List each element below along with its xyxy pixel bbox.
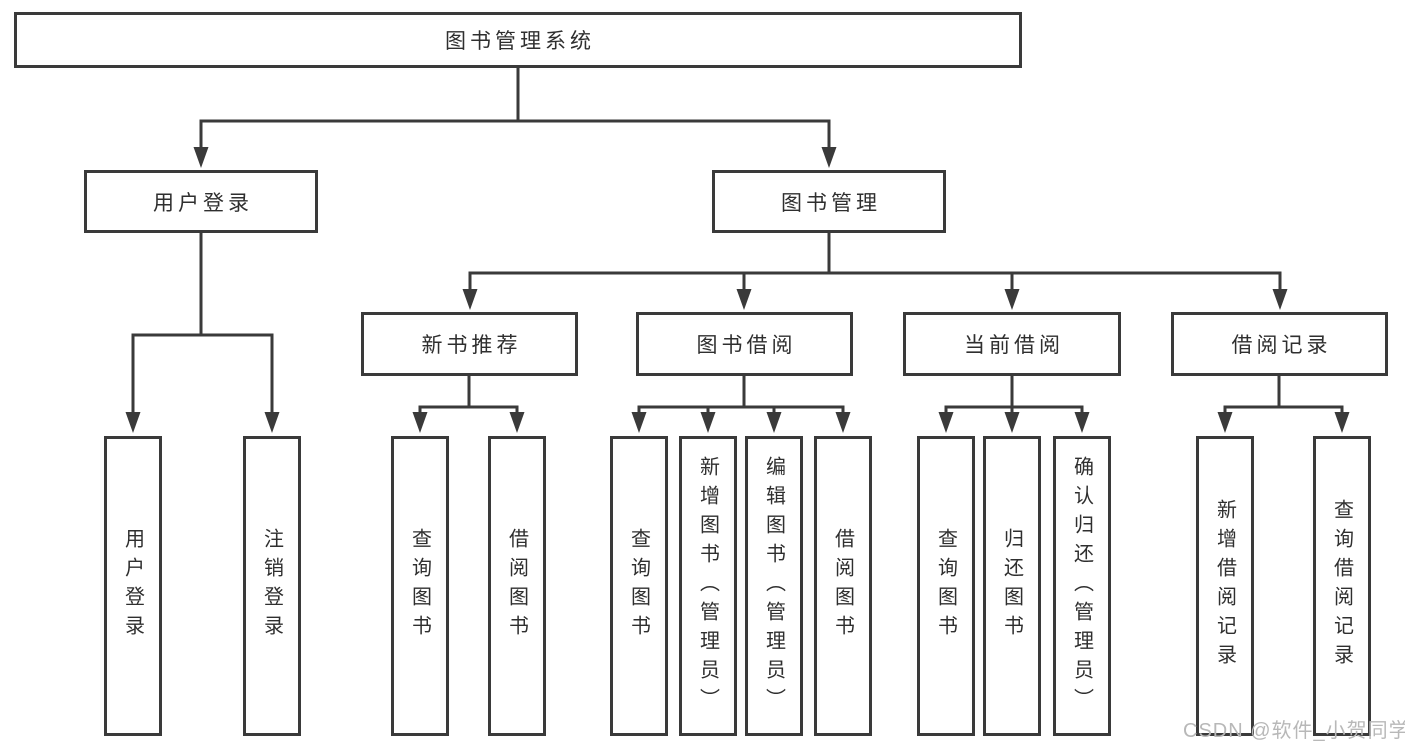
node-book-management: 图书管理	[712, 170, 946, 233]
arrow-icon	[193, 147, 209, 168]
watermark: CSDN @软件_小贺同学	[1183, 720, 1405, 742]
node-query-borrow-record: 查询借阅记录	[1313, 436, 1371, 736]
node-new-book-recommendation: 新书推荐	[361, 312, 578, 376]
node-label: 新增图书（管理员）	[696, 455, 719, 717]
node-library-management-system: 图书管理系统	[14, 12, 1022, 68]
node-book-borrowing: 图书借阅	[636, 312, 853, 376]
arrow-icon	[835, 412, 851, 433]
node-borrow-books-under-borrow: 借阅图书	[814, 436, 872, 736]
arrow-icon	[509, 412, 525, 433]
node-label: 归还图书	[1000, 528, 1023, 644]
arrow-icon	[700, 412, 716, 433]
node-confirm-return-admin: 确认归还（管理员）	[1053, 436, 1111, 736]
arrow-icon	[462, 289, 478, 310]
arrow-icon	[938, 412, 954, 433]
arrow-icon	[631, 412, 647, 433]
node-label: 确认归还（管理员）	[1070, 455, 1093, 717]
arrow-icon	[1004, 289, 1020, 310]
edge-recommend-to-leaves	[418, 376, 519, 413]
node-label: 新增借阅记录	[1213, 499, 1236, 673]
node-label: 查询图书	[627, 528, 650, 644]
arrow-icon	[1217, 412, 1233, 433]
edge-borrow-to-leaves	[637, 376, 845, 413]
edge-records-to-leaves	[1223, 376, 1344, 413]
arrow-icon	[264, 412, 280, 433]
arrow-icon	[1074, 412, 1090, 433]
arrow-icon	[736, 289, 752, 310]
node-label: 注销登录	[260, 528, 283, 644]
node-label: 借阅记录	[1231, 334, 1332, 357]
node-label: 查询图书	[408, 528, 431, 644]
node-label: 查询图书	[934, 528, 957, 644]
arrow-icon	[1004, 412, 1020, 433]
node-label: 编辑图书（管理员）	[762, 455, 785, 717]
node-label: 用户登录	[121, 528, 144, 644]
node-label: 图书借阅	[696, 334, 797, 357]
node-edit-books-admin: 编辑图书（管理员）	[745, 436, 803, 736]
node-query-books-under-borrow: 查询图书	[610, 436, 668, 736]
node-label: 图书管理	[781, 191, 881, 215]
node-label: 用户登录	[153, 191, 253, 215]
node-label: 新书推荐	[421, 334, 522, 357]
node-label: 查询借阅记录	[1330, 499, 1353, 673]
node-logout-leaf: 注销登录	[243, 436, 301, 736]
node-return-books: 归还图书	[983, 436, 1041, 736]
arrowheads	[125, 147, 1350, 433]
node-label: 当前借阅	[964, 334, 1064, 357]
node-borrowing-records: 借阅记录	[1171, 312, 1388, 376]
arrow-icon	[125, 412, 141, 433]
edge-current-to-leaves	[944, 376, 1084, 413]
node-query-books-under-current: 查询图书	[917, 436, 975, 736]
arrow-icon	[766, 412, 782, 433]
node-user-login: 用户登录	[84, 170, 318, 233]
node-add-books-admin: 新增图书（管理员）	[679, 436, 737, 736]
node-borrow-books-under-recommend: 借阅图书	[488, 436, 546, 736]
edge-mgmt-to-level3	[468, 233, 1282, 290]
node-label: 借阅图书	[505, 528, 528, 644]
edge-root-to-level2	[199, 68, 831, 147]
node-current-borrowing: 当前借阅	[903, 312, 1121, 376]
node-label: 借阅图书	[831, 528, 854, 644]
arrow-icon	[1272, 289, 1288, 310]
node-query-books-under-recommend: 查询图书	[391, 436, 449, 736]
node-label: 图书管理系统	[445, 30, 595, 53]
node-user-login-leaf: 用户登录	[104, 436, 162, 736]
arrow-icon	[412, 412, 428, 433]
node-add-borrow-record: 新增借阅记录	[1196, 436, 1254, 736]
edge-login-to-leaves	[131, 233, 274, 412]
arrow-icon	[1334, 412, 1350, 433]
arrow-icon	[821, 147, 837, 168]
